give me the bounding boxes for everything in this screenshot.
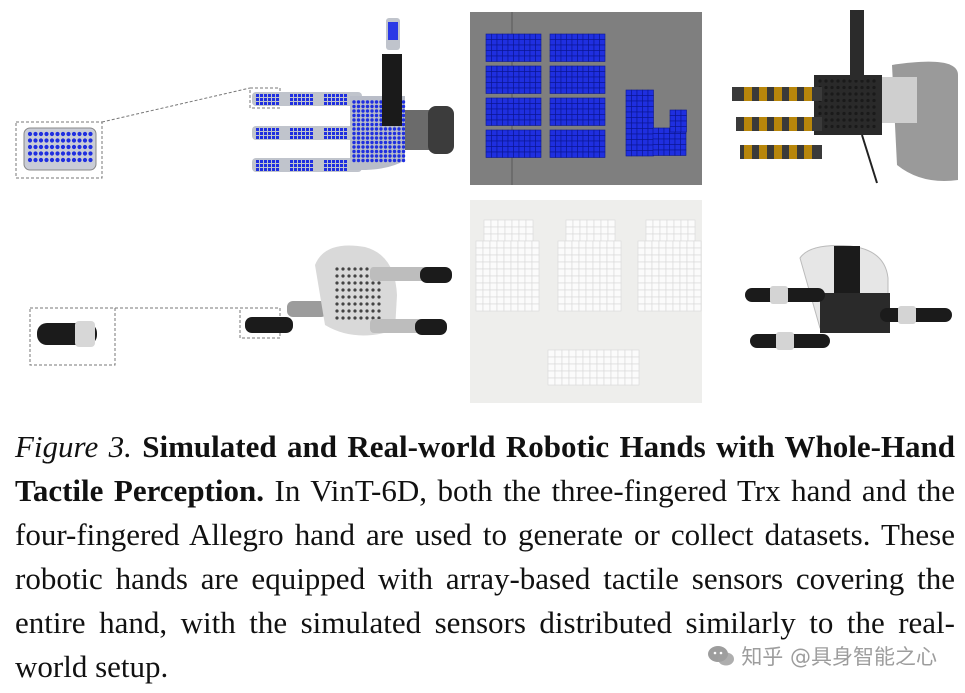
sim-trx-hand-image <box>29 245 452 366</box>
tactile-map-allegro <box>485 12 687 185</box>
watermark: 知乎 @具身智能之心 <box>703 641 941 671</box>
sim-allegro-hand-image <box>15 18 454 179</box>
tactile-map-trx <box>475 219 702 386</box>
wechat-logo-icon <box>708 646 735 666</box>
watermark-text: 知乎 @具身智能之心 <box>741 645 937 669</box>
figure-panel-real-allegro <box>722 5 958 190</box>
figure-panel-real-trx <box>740 238 958 368</box>
figure-panel-tactile-allegro <box>470 12 702 185</box>
figure-panel-sim-allegro <box>10 10 465 190</box>
figure-caption: Figure 3. Simulated and Real-world Robot… <box>15 425 955 689</box>
figure-title: Simulated and Real-world Robotic Hands w… <box>15 429 955 508</box>
figure-label: Figure 3. <box>15 429 132 464</box>
figure-body-text: In VinT-6D, both the three-fingered Trx … <box>15 473 956 684</box>
figure-panel-tactile-trx <box>470 200 702 403</box>
real-trx-hand-photo <box>745 245 952 350</box>
real-allegro-hand-photo <box>732 10 958 184</box>
figure-panel-sim-trx <box>25 235 465 375</box>
